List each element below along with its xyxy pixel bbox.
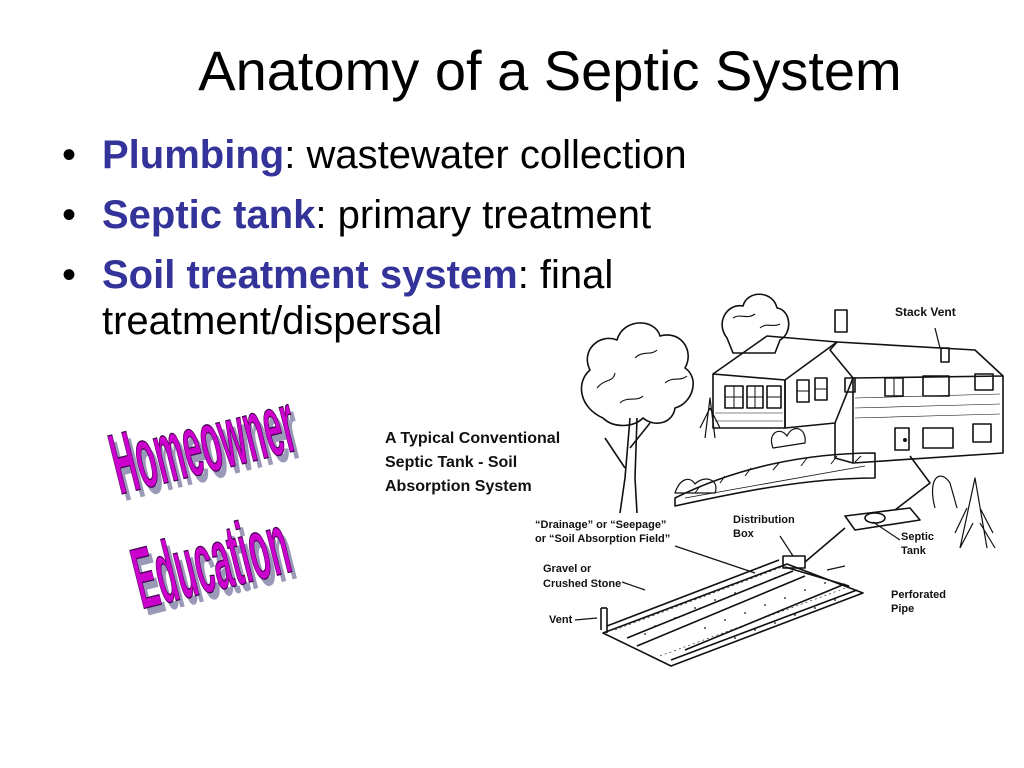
homeowner-education-wordart: Homeowner Homeowner Education Education	[101, 380, 310, 634]
label-drainage: “Drainage” or “Seepage”	[535, 519, 666, 531]
gravel-texture-icon	[644, 577, 836, 639]
label-gravel: Crushed Stone	[543, 578, 621, 590]
bullet-marker: •	[62, 133, 77, 177]
septic-tank-icon	[844, 507, 921, 531]
bullet-text: : primary treatment	[315, 193, 652, 237]
bullet-item: • Plumbing: wastewater collection	[62, 132, 762, 178]
label-distribution-box: Distribution	[733, 514, 795, 526]
diagram-caption-line: Absorption System	[385, 478, 532, 495]
diagram-caption-line: A Typical Conventional	[385, 430, 560, 447]
stone-wall-icon	[674, 452, 876, 507]
absorption-field-icon	[602, 559, 864, 667]
bullet-term: Septic tank	[102, 193, 316, 237]
label-drainage: or “Soil Absorption Field”	[535, 533, 670, 545]
house-icon	[712, 309, 1004, 464]
bullet-marker: •	[62, 193, 77, 237]
bullet-term: Plumbing	[102, 133, 285, 177]
bullet-marker: •	[62, 253, 77, 297]
diagram-caption-line: Septic Tank - Soil	[385, 454, 517, 471]
label-perforated-pipe: Pipe	[891, 603, 914, 615]
tree-left-icon	[580, 322, 694, 514]
label-stack-vent: Stack Vent	[895, 305, 956, 319]
distribution-box-icon	[782, 527, 846, 569]
septic-system-diagram: A Typical Conventional Septic Tank - Soi…	[385, 293, 1004, 667]
shrub-icon	[674, 397, 996, 549]
tree-back-icon	[721, 293, 790, 354]
bullet-item: • Soil treatment system: final treatment…	[62, 252, 762, 344]
wordart-line-1: Homeowner	[101, 380, 305, 512]
bullet-list: • Plumbing: wastewater collection • Sept…	[62, 132, 762, 358]
sewer-pipe-icon	[894, 455, 931, 511]
bullet-text: : final	[517, 253, 614, 297]
bullet-item: • Septic tank: primary treatment	[62, 192, 762, 238]
label-distribution-box: Box	[733, 528, 755, 540]
label-septic-tank: Septic	[901, 531, 934, 543]
label-vent: Vent	[549, 614, 573, 626]
label-perforated-pipe: Perforated	[891, 589, 946, 601]
bullet-text: : wastewater collection	[284, 133, 687, 177]
bullet-term: Soil treatment system	[102, 253, 518, 297]
vent-pipe-icon	[600, 607, 608, 633]
label-gravel: Gravel or	[543, 563, 592, 575]
wordart-line-2: Education	[123, 495, 299, 627]
bullet-continuation: treatment/dispersal	[102, 299, 443, 343]
label-septic-tank: Tank	[901, 545, 927, 557]
slide-title: Anatomy of a Septic System	[198, 39, 902, 102]
